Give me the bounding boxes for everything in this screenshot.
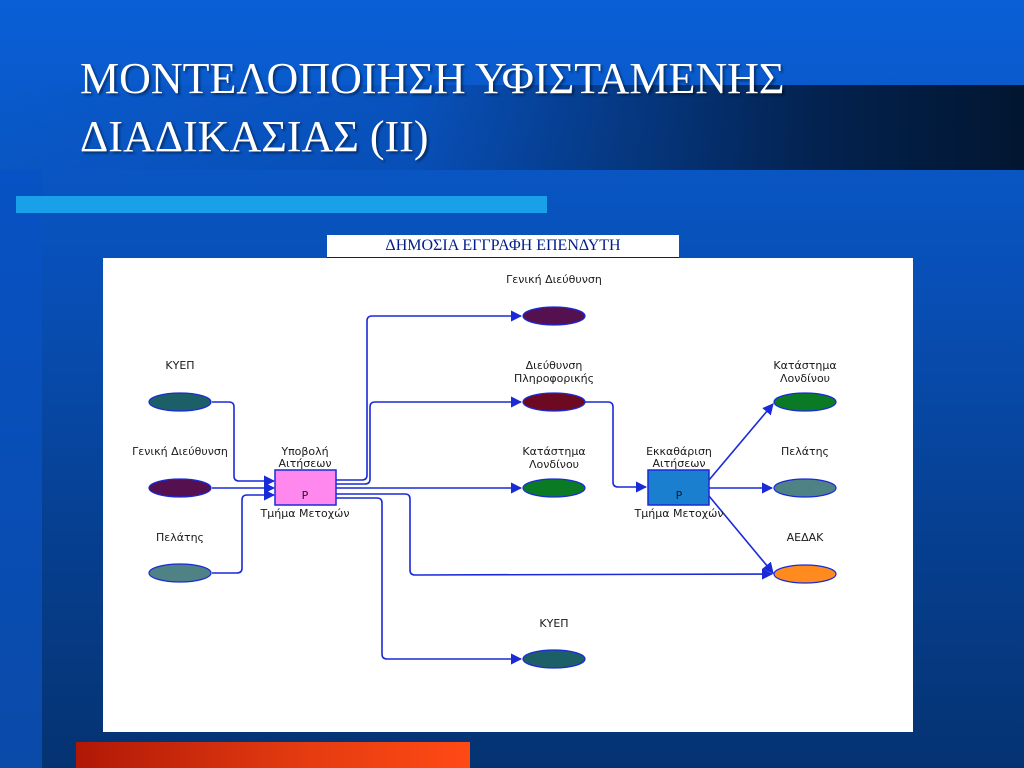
label-clear-line-2: Αιτήσεων <box>652 457 705 470</box>
edge-submit-to-kyep <box>336 497 523 665</box>
slide-title: ΜΟΝΤΕΛΟΠΟΙΗΣΗ ΥΦΙΣΤΑΜΕΝΗΣ ΔΙΑΔΙΚΑΣΙΑΣ (Ι… <box>80 50 980 166</box>
node-kyep-input <box>148 392 212 412</box>
node-general-directorate-input <box>148 478 212 498</box>
edge-clear-to-aedak <box>708 495 774 574</box>
diagram-edges <box>212 310 774 665</box>
edge-submit-to-aedak <box>336 493 774 580</box>
slide-title-line-2: ΔΙΑΔΙΚΑΣΙΑΣ (ΙΙ) <box>80 112 429 161</box>
label-london-right-line-2: Λονδίνου <box>780 372 830 385</box>
node-kyep-output <box>522 649 586 669</box>
node-general-directorate-output <box>522 306 586 326</box>
label-aedak: ΑΕΔΑΚ <box>787 531 825 544</box>
node-client-output <box>773 478 837 498</box>
diagram-subtitle: ΔΗΜΟΣΙΑ ΕΓΓΡΑΦΗ ΕΠΕΝΔΥΤΗ <box>327 235 679 259</box>
title-band-decoration <box>0 85 1024 170</box>
edge-client-to-submit <box>212 489 276 574</box>
edge-it-to-clear <box>585 401 648 493</box>
label-submit-unit: Τμήμα Μετοχών <box>260 507 350 520</box>
label-kyep-output: ΚΥΕΠ <box>539 617 568 630</box>
process-diagram: P P ΚΥΕΠ Γενική Διεύθυνση Πελάτης Υποβολ… <box>103 258 913 732</box>
process-box-clear <box>647 469 710 506</box>
label-london-right-line-1: Κατάστημα <box>773 359 836 372</box>
node-london-branch-middle <box>522 478 586 498</box>
slide-title-line-1: ΜΟΝΤΕΛΟΠΟΙΗΣΗ ΥΦΙΣΤΑΜΕΝΗΣ <box>80 54 785 103</box>
edge-kyep-to-submit <box>212 401 276 487</box>
edge-submit-to-gen <box>336 310 523 481</box>
red-accent-bar <box>76 742 470 768</box>
label-general-directorate-input: Γενική Διεύθυνση <box>132 445 228 458</box>
label-london-middle-line-1: Κατάστημα <box>522 445 585 458</box>
process-clear-marker: P <box>676 489 683 502</box>
node-it-directorate <box>522 392 586 412</box>
label-client-input: Πελάτης <box>156 531 204 544</box>
label-client-output: Πελάτης <box>781 445 829 458</box>
label-general-directorate-output: Γενική Διεύθυνση <box>506 273 602 286</box>
cyan-accent-bar <box>16 196 547 213</box>
edge-submit-to-it <box>336 396 523 485</box>
process-submit-marker: P <box>302 489 309 502</box>
label-submit-line-2: Αιτήσεων <box>278 457 331 470</box>
node-london-branch-right <box>773 392 837 412</box>
edge-clear-to-london2 <box>708 403 774 481</box>
process-box-submit <box>274 469 337 506</box>
label-clear-line-1: Εκκαθάριση <box>646 445 712 458</box>
label-it-line-1: Διεύθυνση <box>526 359 583 372</box>
label-it-line-2: Πληροφορικής <box>514 372 594 385</box>
left-strip-decoration <box>0 170 42 768</box>
label-clear-unit: Τμήμα Μετοχών <box>634 507 724 520</box>
label-submit-line-1: Υποβολή <box>280 445 328 458</box>
node-client-input <box>148 563 212 583</box>
label-london-middle-line-2: Λονδίνου <box>529 458 579 471</box>
node-aedak <box>773 564 837 584</box>
label-kyep-input: ΚΥΕΠ <box>165 359 194 372</box>
process-diagram-svg: P P ΚΥΕΠ Γενική Διεύθυνση Πελάτης Υποβολ… <box>132 273 837 669</box>
